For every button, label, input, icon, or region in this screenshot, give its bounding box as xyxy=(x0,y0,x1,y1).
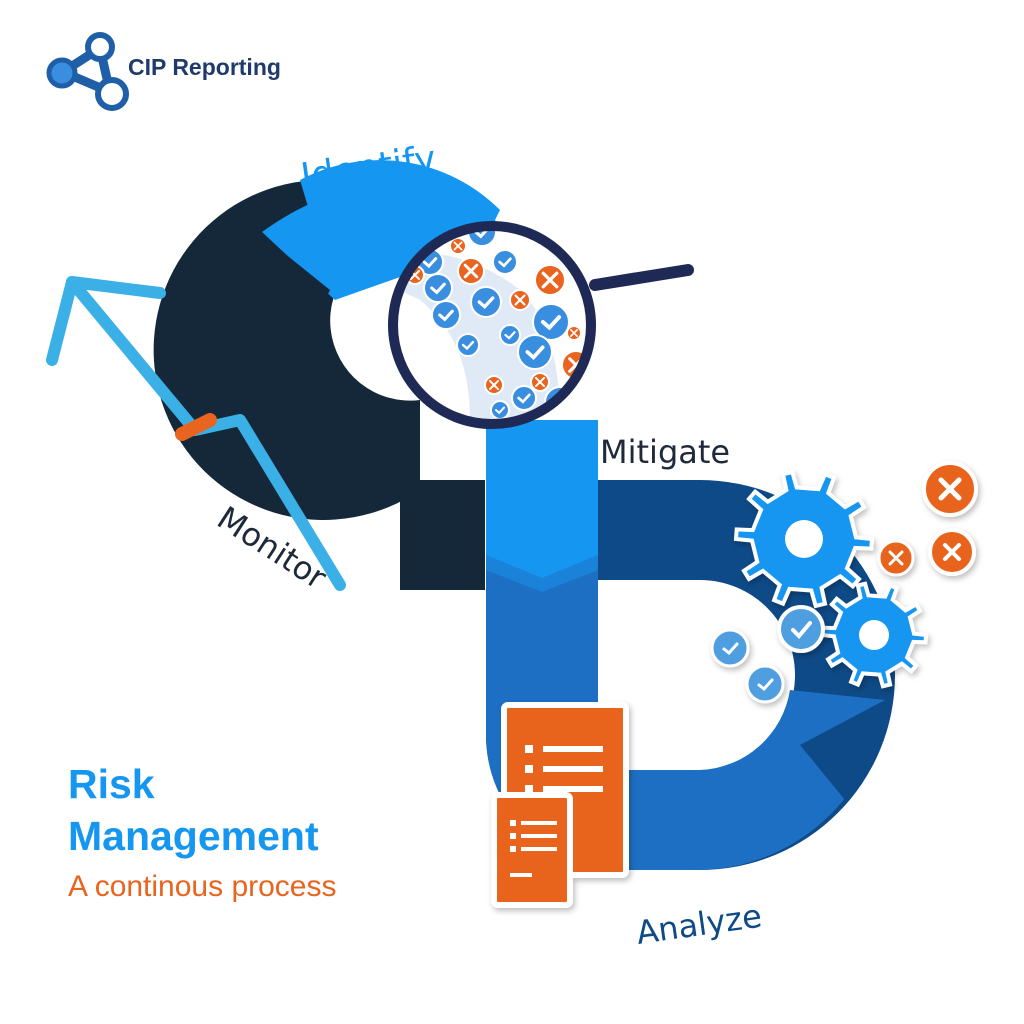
x-mark-icon xyxy=(509,289,531,311)
status-markers xyxy=(710,461,978,704)
brand-name: CIP Reporting xyxy=(128,54,281,80)
checkmark-icon xyxy=(499,324,521,346)
center-band xyxy=(486,420,598,730)
trend-arrow-icon xyxy=(46,276,346,591)
gear-hole xyxy=(785,520,823,558)
checkmark-icon xyxy=(777,605,825,653)
checkmark-icon xyxy=(470,286,502,318)
checkmark-icon xyxy=(456,333,480,357)
x-mark-icon xyxy=(566,325,582,341)
x-mark-icon xyxy=(534,264,566,296)
document-icon xyxy=(491,702,629,908)
checkmark-icon xyxy=(745,664,785,704)
x-mark-icon xyxy=(530,372,550,392)
checkmark-icon xyxy=(710,628,750,668)
checkmark-icon xyxy=(492,249,518,275)
x-mark-icon xyxy=(484,375,504,395)
x-mark-icon xyxy=(928,528,976,576)
headline-line-2: Management xyxy=(68,813,319,859)
stage-label-analyze: Analyze xyxy=(634,897,764,952)
x-mark-icon xyxy=(457,257,485,285)
x-mark-icon xyxy=(877,539,915,577)
x-mark-icon xyxy=(449,237,467,255)
magnifying-glass-icon xyxy=(388,221,694,429)
headline-subtitle: A continous process xyxy=(68,870,337,903)
checkmark-icon xyxy=(431,300,461,330)
gear-hole xyxy=(859,620,889,650)
checkmark-icon xyxy=(532,303,570,341)
stage-label-mitigate: Mitigate xyxy=(600,433,730,471)
x-mark-icon xyxy=(922,461,978,517)
checkmark-icon xyxy=(511,385,537,411)
headline-line-1: Risk xyxy=(68,761,155,807)
checkmark-icon xyxy=(490,400,510,420)
gear-icon xyxy=(733,469,929,689)
checkmark-icon xyxy=(517,334,553,370)
checkmark-icon xyxy=(423,273,453,303)
network-nodes-icon xyxy=(46,32,129,111)
